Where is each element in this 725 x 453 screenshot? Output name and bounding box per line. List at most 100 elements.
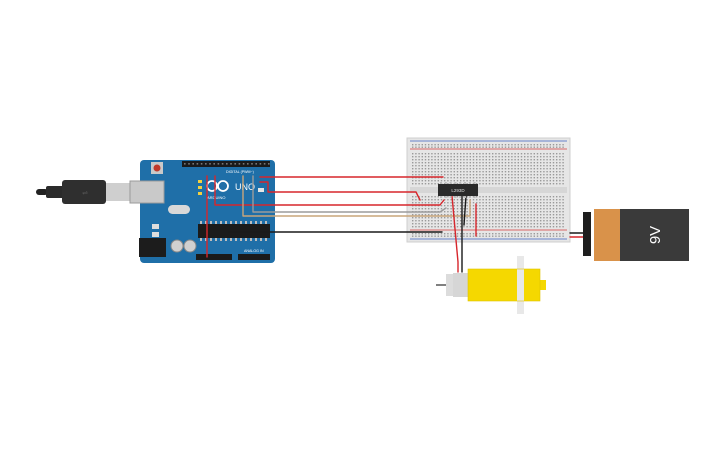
breadboard-hole xyxy=(453,168,455,170)
dc-gear-motor[interactable] xyxy=(436,256,546,314)
breadboard-hole xyxy=(533,220,535,222)
breadboard-hole xyxy=(514,235,516,237)
breadboard-hole xyxy=(444,177,446,179)
breadboard-hole xyxy=(559,180,561,182)
breadboard-hole xyxy=(482,199,484,201)
ic-pins xyxy=(440,182,476,198)
breadboard-hole xyxy=(546,162,548,164)
breadboard-hole xyxy=(504,144,507,146)
breadboard-hole xyxy=(552,177,555,179)
breadboard-hole xyxy=(514,183,516,185)
breadboard-hole xyxy=(428,165,430,167)
breadboard-hole xyxy=(472,153,475,155)
breadboard[interactable] xyxy=(406,137,571,243)
breadboard-hole xyxy=(559,146,561,148)
breadboard-hole xyxy=(415,233,417,235)
breadboard-hole xyxy=(511,162,513,164)
breadboard-hole xyxy=(434,208,436,210)
breadboard-hole xyxy=(479,162,481,164)
breadboard-hole xyxy=(552,196,555,198)
breadboard-hole xyxy=(456,174,459,176)
breadboard-hole xyxy=(508,162,510,164)
breadboard-hole xyxy=(450,226,452,228)
breadboard-hole xyxy=(533,235,535,237)
breadboard-hole xyxy=(501,156,503,158)
battery-cap xyxy=(594,209,620,261)
breadboard-hole xyxy=(450,156,452,158)
breadboard-hole xyxy=(469,217,471,219)
wire-tan[interactable] xyxy=(242,175,471,217)
battery-9v[interactable]: 9V xyxy=(583,209,689,261)
breadboard-hole xyxy=(485,174,487,176)
breadboard-hole xyxy=(421,223,423,225)
breadboard-hole xyxy=(524,220,526,222)
breadboard-hole xyxy=(412,235,414,237)
breadboard-hole xyxy=(562,214,564,216)
usb-cable[interactable]: ⇌ xyxy=(36,180,130,204)
ic-pin xyxy=(464,196,466,198)
breadboard-hole xyxy=(456,180,459,182)
breadboard-hole xyxy=(421,165,423,167)
breadboard-hole xyxy=(437,223,439,225)
breadboard-hole xyxy=(501,220,503,222)
wire-red-2[interactable] xyxy=(259,181,421,201)
breadboard-hole xyxy=(421,183,423,185)
l293d-ic[interactable]: L293D xyxy=(438,182,478,198)
breadboard-hole xyxy=(488,168,491,170)
breadboard-hole xyxy=(517,202,519,204)
breadboard-hole xyxy=(514,196,516,198)
breadboard-hole xyxy=(492,233,494,235)
breadboard-hole xyxy=(508,146,510,148)
breadboard-hole xyxy=(485,196,487,198)
breadboard-hole xyxy=(559,205,561,207)
breadboard-hole xyxy=(549,171,551,173)
usb-b-port xyxy=(129,180,165,204)
breadboard-hole xyxy=(431,217,433,219)
breadboard-hole xyxy=(488,196,491,198)
breadboard-hole xyxy=(536,159,539,161)
breadboard-hole xyxy=(527,174,529,176)
breadboard-hole xyxy=(479,199,481,201)
wire-red-vcc[interactable] xyxy=(214,175,445,206)
wire-motor-red[interactable] xyxy=(451,195,459,273)
breadboard-hole xyxy=(444,226,446,228)
breadboard-hole xyxy=(540,208,542,210)
breadboard-hole xyxy=(552,217,555,219)
breadboard-hole xyxy=(520,233,523,235)
breadboard-hole xyxy=(527,214,529,216)
breadboard-hole xyxy=(434,146,436,148)
header-pin xyxy=(188,163,190,165)
breadboard-hole xyxy=(504,159,507,161)
wire-gray[interactable] xyxy=(252,175,447,213)
breadboard-hole xyxy=(428,208,430,210)
breadboard-hole xyxy=(418,214,420,216)
header-pin xyxy=(226,163,228,165)
breadboard-hole xyxy=(431,233,433,235)
breadboard-hole xyxy=(485,202,487,204)
breadboard-hole xyxy=(437,156,439,158)
breadboard-hole xyxy=(549,168,551,170)
breadboard-hole xyxy=(514,162,516,164)
breadboard-hole xyxy=(447,180,449,182)
breadboard-hole xyxy=(482,162,484,164)
breadboard-hole xyxy=(447,211,449,213)
breadboard-hole xyxy=(485,171,487,173)
breadboard-hole xyxy=(546,223,548,225)
breadboard-hole xyxy=(508,199,510,201)
breadboard-hole xyxy=(514,223,516,225)
breadboard-hole xyxy=(540,214,542,216)
wire-ic-black[interactable] xyxy=(463,195,467,226)
breadboard-hole xyxy=(482,174,484,176)
breadboard-hole xyxy=(415,223,417,225)
breadboard-hole xyxy=(511,165,513,167)
breadboard-hole xyxy=(495,144,497,146)
breadboard-hole xyxy=(440,171,443,173)
breadboard-hole xyxy=(524,146,526,148)
breadboard-hole xyxy=(546,199,548,201)
breadboard-hole xyxy=(540,217,542,219)
breadboard-hole xyxy=(540,168,542,170)
breadboard-hole xyxy=(485,217,487,219)
breadboard-hole xyxy=(543,196,545,198)
breadboard-hole xyxy=(527,144,529,146)
breadboard-hole xyxy=(562,162,564,164)
